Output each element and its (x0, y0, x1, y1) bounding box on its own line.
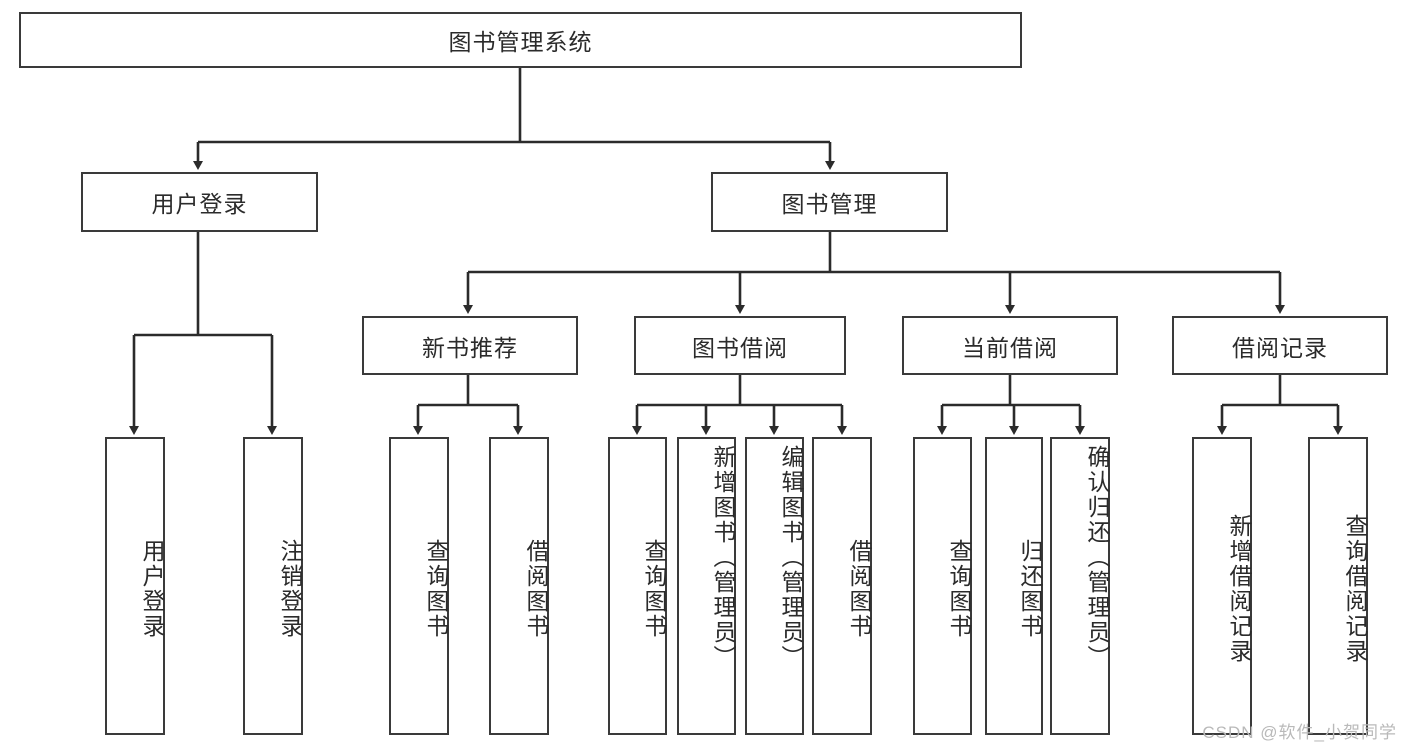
leaf-current-confirm-return-admin[interactable]: 确认归还（管理员） (1050, 437, 1110, 735)
leaf-user-login-signin[interactable]: 用户登录 (105, 437, 165, 735)
leaf-label: 编辑图书（管理员） (778, 445, 804, 670)
leaf-label: 新增借阅记录 (1226, 514, 1252, 664)
leaf-label: 借阅图书 (523, 539, 549, 639)
leaf-current-query-book[interactable]: 查询图书 (913, 437, 972, 735)
leaf-record-query[interactable]: 查询借阅记录 (1308, 437, 1368, 735)
leaf-borrow-query-book[interactable]: 查询图书 (608, 437, 667, 735)
leaf-label: 新增图书（管理员） (710, 445, 736, 670)
node-book-borrow[interactable]: 图书借阅 (634, 316, 846, 375)
node-new-book-recommend[interactable]: 新书推荐 (362, 316, 578, 375)
node-book-management[interactable]: 图书管理 (711, 172, 948, 232)
node-user-login[interactable]: 用户登录 (81, 172, 318, 232)
leaf-current-return-book[interactable]: 归还图书 (985, 437, 1043, 735)
node-borrow-record[interactable]: 借阅记录 (1172, 316, 1388, 375)
leaf-label: 查询图书 (641, 539, 667, 639)
leaf-label: 归还图书 (1017, 539, 1043, 639)
leaf-borrow-add-book-admin[interactable]: 新增图书（管理员） (677, 437, 736, 735)
node-root-system[interactable]: 图书管理系统 (19, 12, 1022, 68)
leaf-label: 查询图书 (423, 539, 449, 639)
leaf-user-login-signout[interactable]: 注销登录 (243, 437, 303, 735)
leaf-label: 查询图书 (946, 539, 972, 639)
leaf-label: 确认归还（管理员） (1084, 445, 1110, 670)
leaf-new-book-query[interactable]: 查询图书 (389, 437, 449, 735)
leaf-label: 借阅图书 (846, 539, 872, 639)
leaf-borrow-borrow-book[interactable]: 借阅图书 (812, 437, 872, 735)
leaf-borrow-edit-book-admin[interactable]: 编辑图书（管理员） (745, 437, 804, 735)
leaf-label: 查询借阅记录 (1342, 514, 1368, 664)
node-current-borrow[interactable]: 当前借阅 (902, 316, 1118, 375)
leaf-new-book-borrow[interactable]: 借阅图书 (489, 437, 549, 735)
leaf-record-add[interactable]: 新增借阅记录 (1192, 437, 1252, 735)
leaf-label: 用户登录 (139, 539, 165, 639)
leaf-label: 注销登录 (277, 539, 303, 639)
